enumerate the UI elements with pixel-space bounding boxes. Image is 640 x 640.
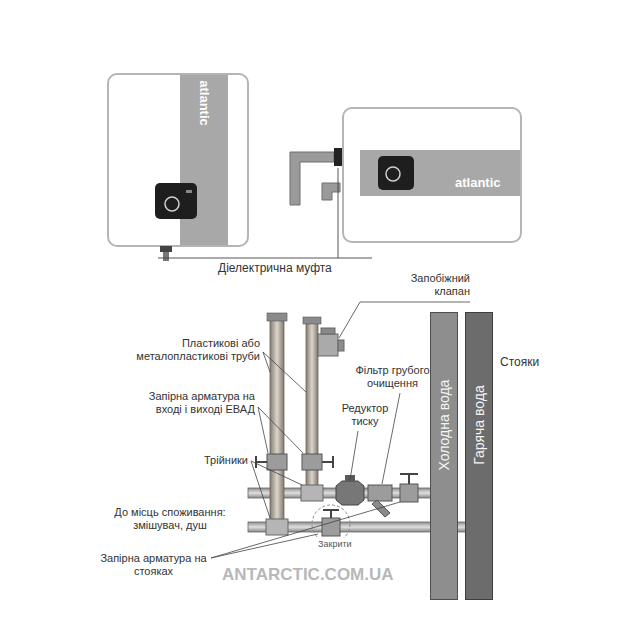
tee-fitting (266, 519, 288, 535)
shutoff-valve (302, 454, 333, 470)
vertical-water-heater (108, 74, 248, 261)
dielectric-coupling (334, 148, 342, 166)
plastic-pipe (270, 318, 284, 527)
safety-valve (318, 328, 344, 356)
watermark: ANTARCTIC.COM.UA (222, 568, 394, 581)
riser-pipe: Гаряча вода (465, 312, 493, 600)
part-label: Запірна арматура на стояках (96, 552, 211, 578)
part-label: До місць споживання: змішувач, душ (105, 506, 235, 532)
shutoff-valve (256, 454, 287, 470)
riser-valve (400, 474, 418, 502)
horizontal-water-heater (290, 108, 521, 242)
part-label: Трійники (160, 454, 248, 467)
part-label: Діелектрична муфта (218, 262, 332, 275)
riser-label: Холодна вода (436, 380, 452, 471)
riser-valve (322, 510, 340, 536)
part-label: Редуктор тиску (335, 402, 395, 428)
brand-name: atlantic (455, 176, 501, 189)
part-label: Запобіжний клапан (385, 272, 470, 298)
note-label: Закрити (316, 538, 354, 551)
part-label: Запірна арматура на вході і виході ЕВАД (125, 390, 255, 416)
part-label: Фільтр грубого очищення (345, 364, 440, 390)
part-label: Пластикові або металопластикові труби (110, 337, 260, 363)
brand-name: atlantic (198, 80, 211, 126)
riser-pipe: Холодна вода (430, 312, 458, 600)
tee-fitting (301, 485, 323, 501)
leader-line (158, 168, 372, 258)
riser-label: Гаряча вода (471, 385, 487, 464)
coarse-filter (368, 485, 392, 517)
part-label: Стояки (500, 356, 539, 369)
